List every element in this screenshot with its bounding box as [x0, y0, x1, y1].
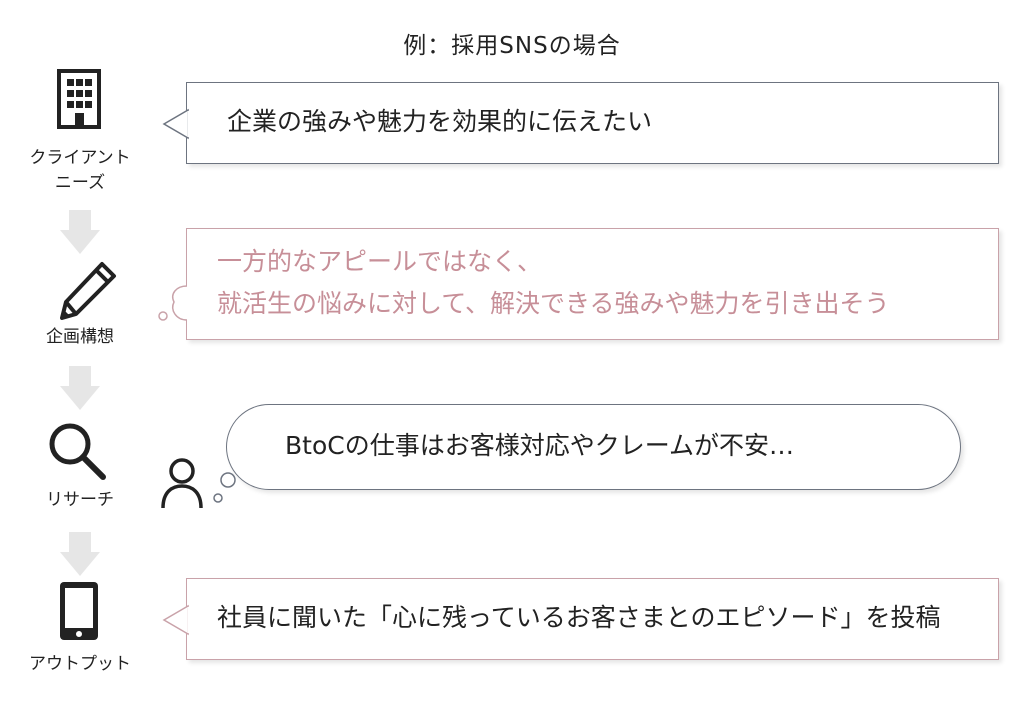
planning-text-line2: 就活生の悩みに対して、解決できる強みや魅力を引き出そう [217, 289, 890, 318]
person-icon [161, 458, 203, 509]
step-label-research: リサーチ [10, 488, 150, 513]
building-icon [57, 69, 101, 129]
client-needs-text: 企業の強みや魅力を効果的に伝えたい [227, 107, 653, 136]
down-arrow-icon [60, 210, 100, 254]
thought-bubble-dots [158, 285, 190, 321]
down-arrow-icon [60, 366, 100, 410]
step-label-client-needs: クライアント ニーズ [10, 146, 150, 196]
step-label-line: リサーチ [46, 490, 114, 510]
step-label-line: アウトプット [29, 654, 131, 674]
client-needs-bubble: 企業の強みや魅力を効果的に伝えたい [186, 82, 999, 164]
planning-bubble: 一方的なアピールではなく、 就活生の悩みに対して、解決できる強みや魅力を引き出そ… [186, 228, 999, 340]
step-label-line: クライアント [29, 148, 131, 168]
step-label-output: アウトプット [10, 652, 150, 677]
magnifier-icon [49, 423, 106, 480]
planning-text-line1: 一方的なアピールではなく、 [217, 247, 543, 276]
pencil-icon [60, 262, 116, 320]
bubble-pointer [162, 604, 190, 636]
research-bubble: BtoCの仕事はお客様対応やクレームが不安… [226, 404, 961, 490]
output-text: 社員に聞いた「心に残っているお客さまとのエピソード」を投稿 [217, 603, 941, 632]
step-label-line: ニーズ [54, 173, 106, 193]
step-label-planning: 企画構想 [10, 325, 150, 350]
research-text: BtoCの仕事はお客様対応やクレームが不安… [285, 431, 794, 460]
down-arrow-icon [60, 532, 100, 576]
tablet-icon [60, 582, 98, 640]
page-title: 例：採用SNSの場合 [403, 33, 621, 59]
output-bubble: 社員に聞いた「心に残っているお客さまとのエピソード」を投稿 [186, 578, 999, 660]
bubble-pointer [162, 108, 190, 140]
step-label-line: 企画構想 [46, 327, 114, 347]
thought-bubble-dots [213, 472, 236, 503]
